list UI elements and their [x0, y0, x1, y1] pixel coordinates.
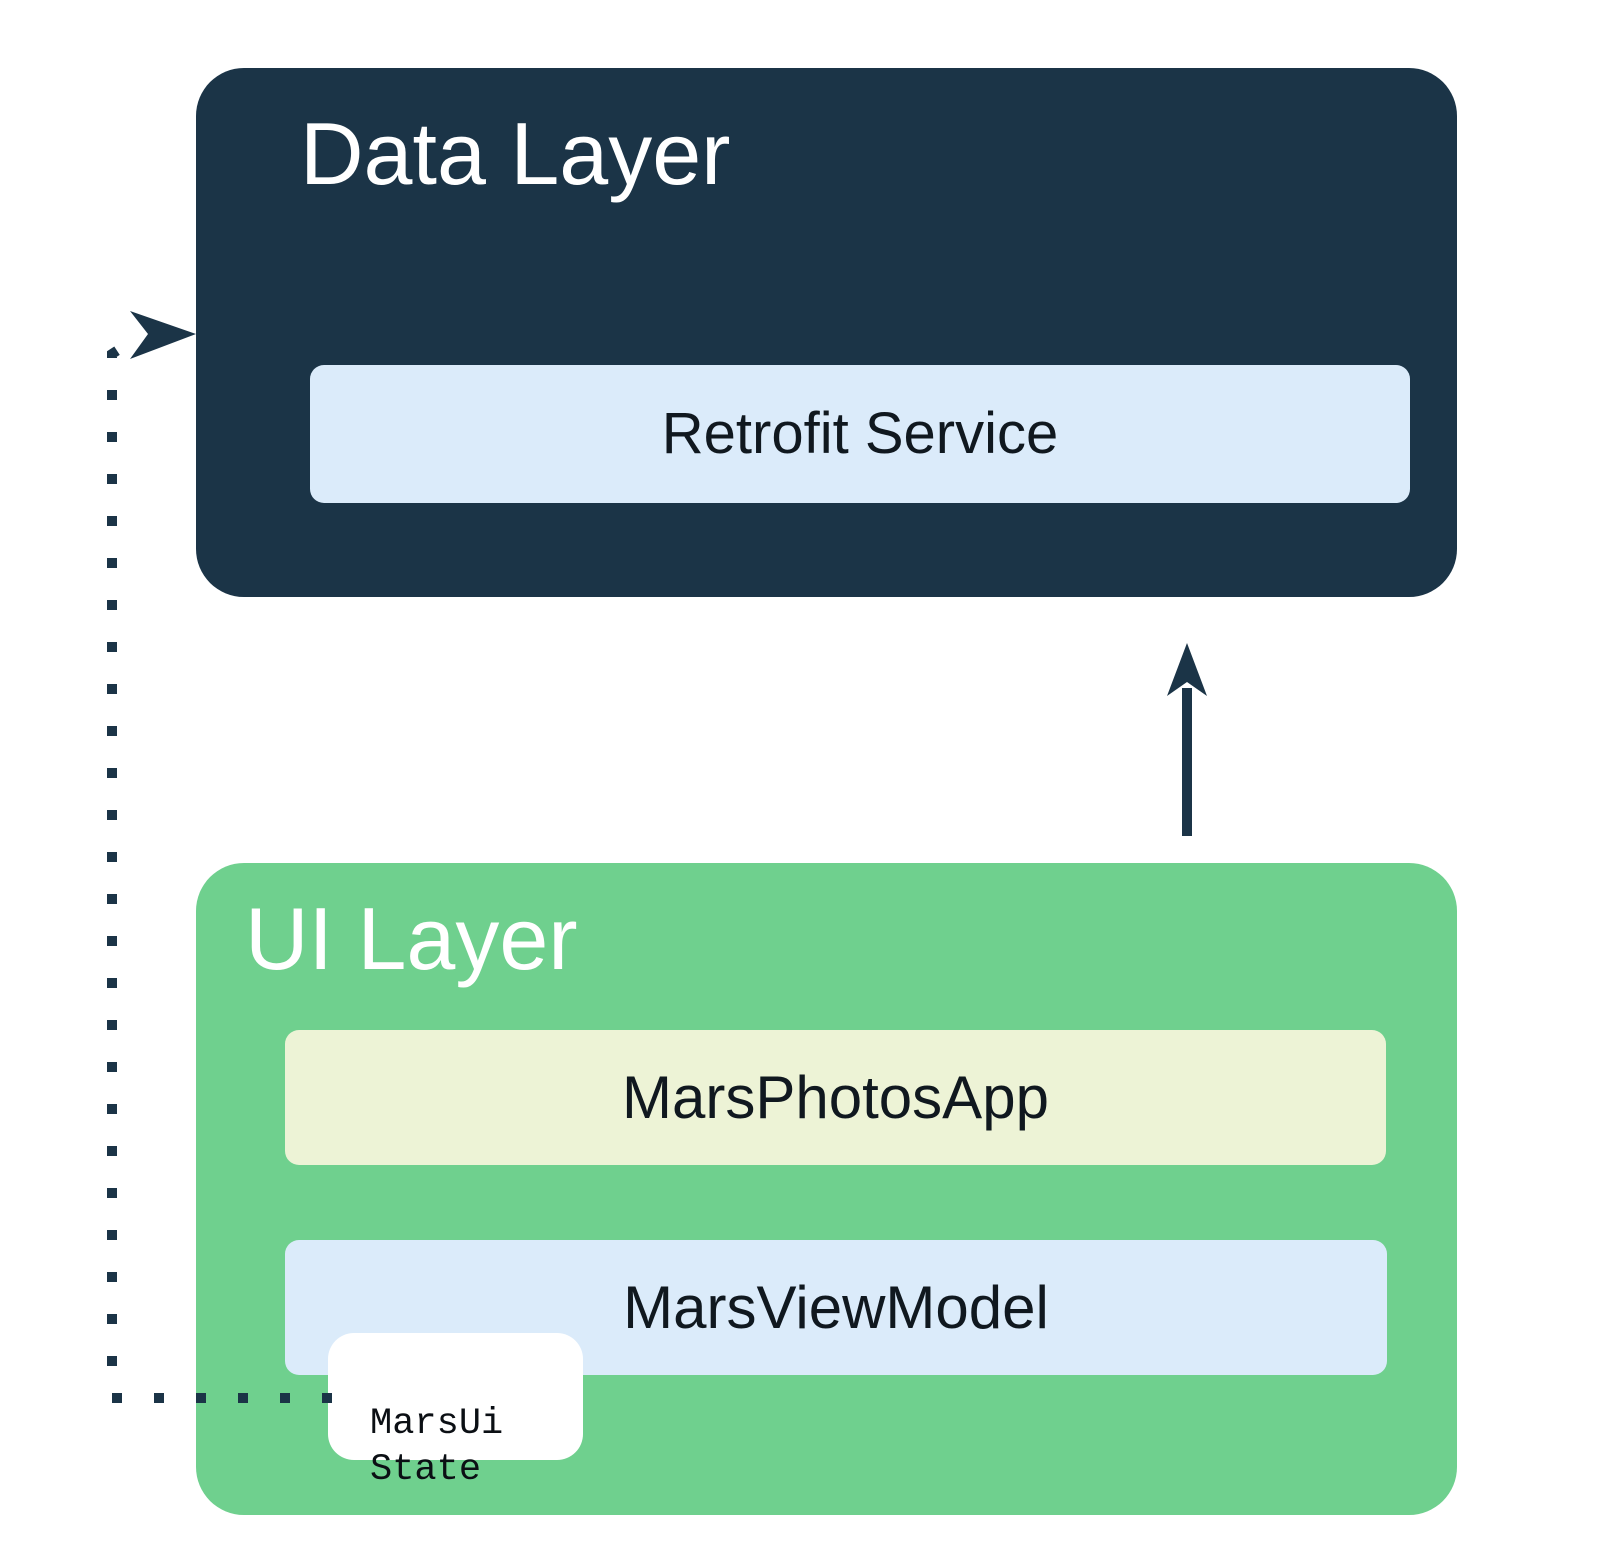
dotted-arrowhead-right-icon — [130, 311, 196, 359]
ui-layer-title: UI Layer — [245, 889, 578, 988]
mars-photos-app-box: MarsPhotosApp — [285, 1030, 1386, 1165]
up-arrowhead-icon — [1167, 643, 1207, 696]
retrofit-service-label: Retrofit Service — [661, 401, 1059, 466]
mars-view-model-label: MarsViewModel — [623, 1273, 1049, 1341]
mars-ui-state-box: MarsUi State — [328, 1333, 583, 1491]
data-layer-title: Data Layer — [300, 104, 731, 203]
mars-photos-app-label: MarsPhotosApp — [622, 1063, 1049, 1131]
data-layer-box: Data Layer Retrofit Service — [196, 68, 1457, 597]
ui-layer-box: UI Layer MarsPhotosApp MarsViewModel Mar… — [196, 863, 1457, 1515]
mars-ui-state-label: MarsUi State — [370, 1403, 504, 1491]
retrofit-service-box: Retrofit Service — [310, 365, 1410, 503]
